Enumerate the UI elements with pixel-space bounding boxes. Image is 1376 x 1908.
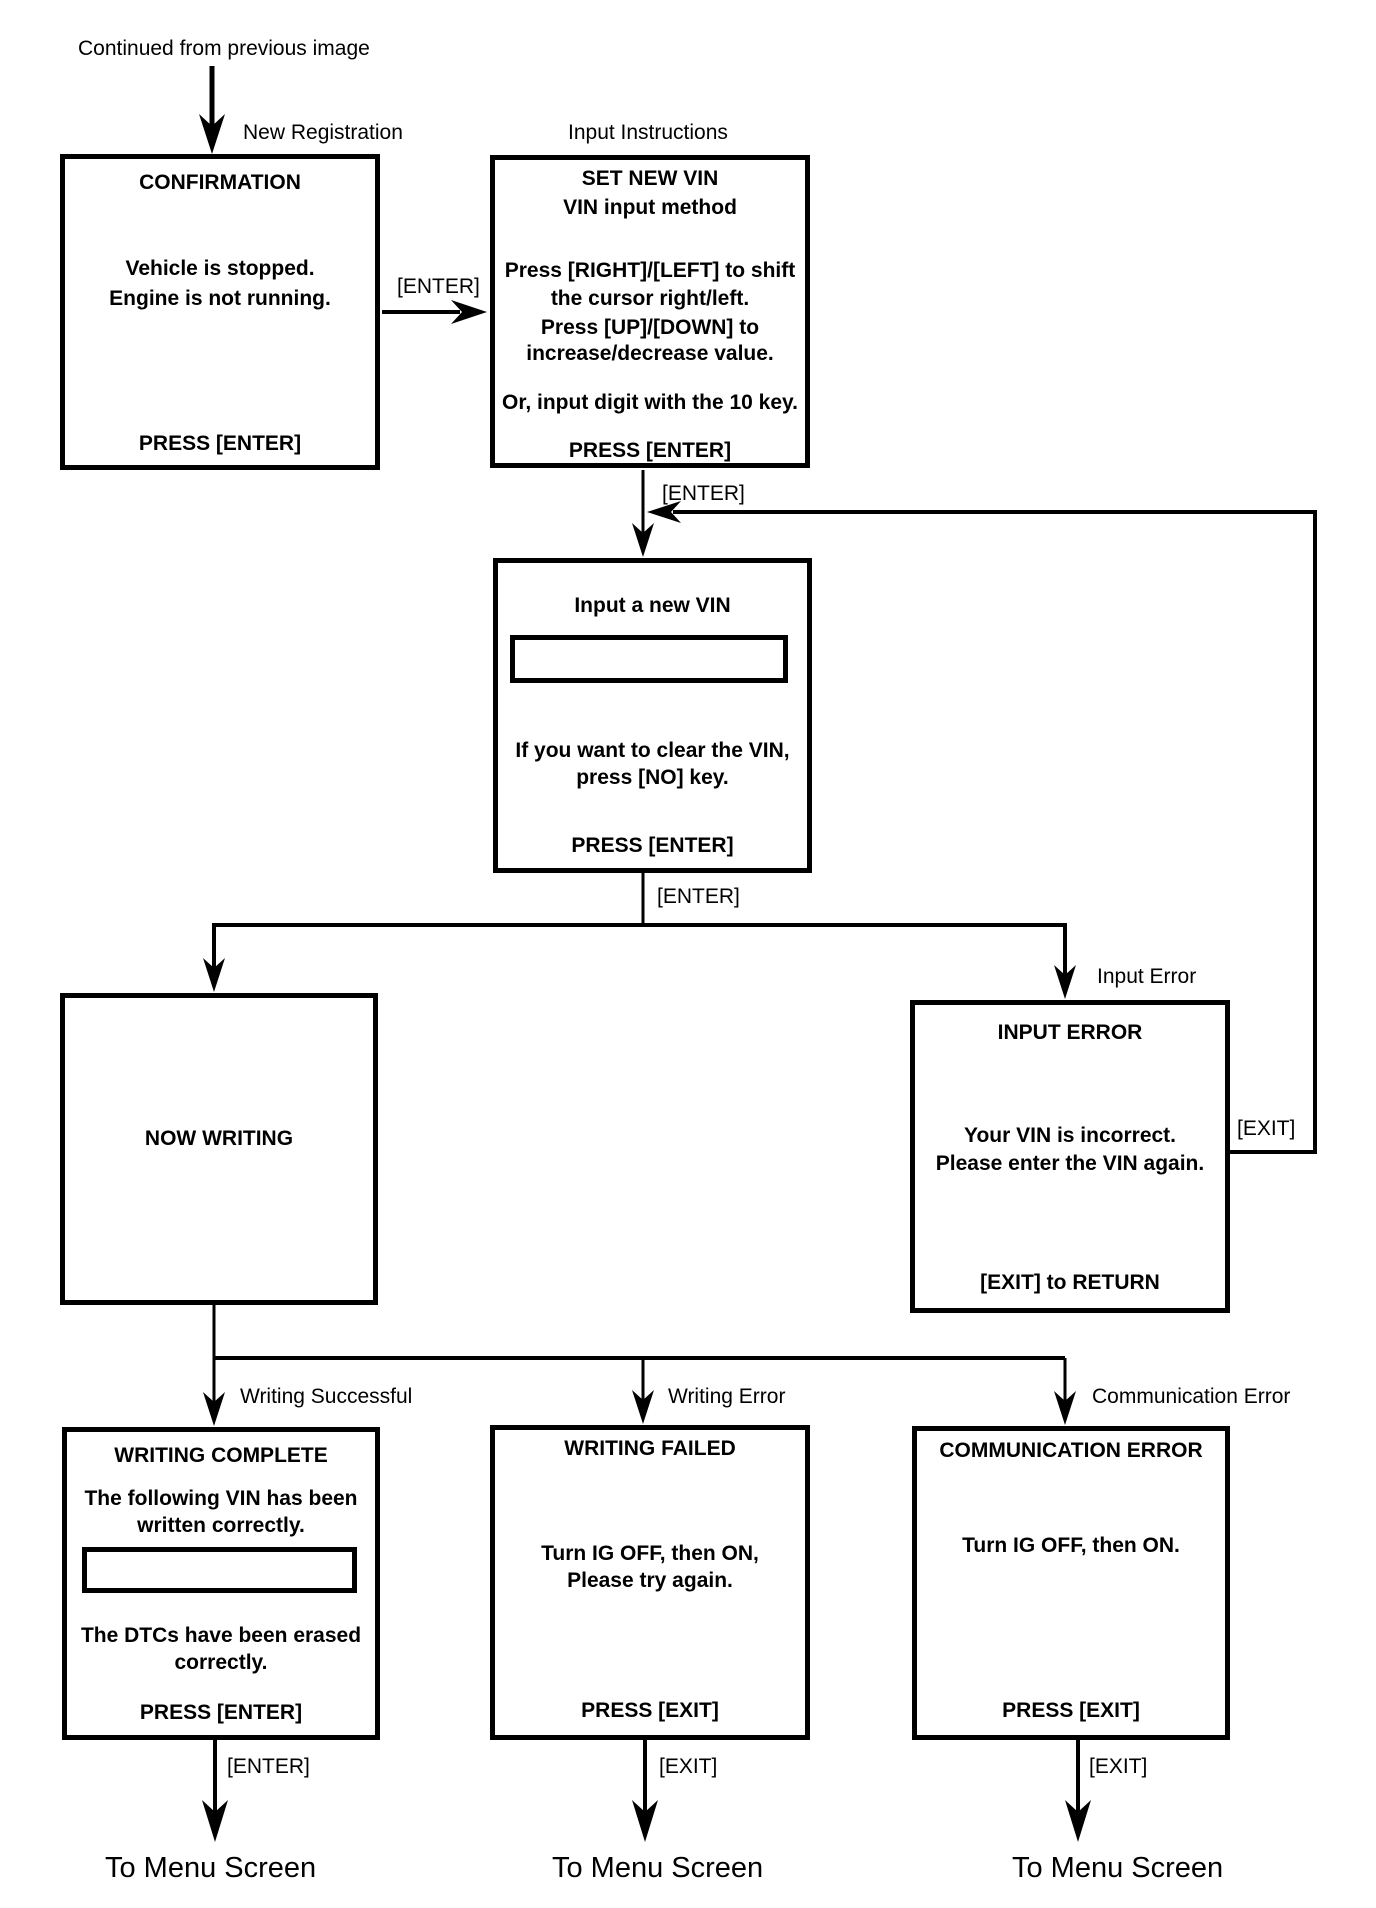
screen-text: Or, input digit with the 10 key.	[502, 391, 798, 414]
arrow-down-icon	[632, 523, 654, 557]
input-error-screen: INPUT ERROR Your VIN is incorrect. Pleas…	[910, 1000, 1230, 1313]
arrow-right-icon	[451, 300, 487, 324]
screen-title: SET NEW VIN	[581, 167, 719, 190]
terminal-to-menu-screen-3: To Menu Screen	[1012, 1852, 1224, 1884]
screen-text: the cursor right/left.	[550, 287, 750, 310]
arrow-down-icon	[632, 1390, 654, 1424]
screen-title: Input a new VIN	[574, 594, 731, 617]
arrow-down-icon	[203, 958, 225, 992]
screen-title: WRITING COMPLETE	[114, 1444, 328, 1467]
arrow-left-icon	[647, 501, 681, 523]
screen-title: INPUT ERROR	[997, 1021, 1143, 1044]
edge-label-writing-successful: Writing Successful	[240, 1385, 413, 1408]
writing-complete-screen: WRITING COMPLETE The following VIN has b…	[62, 1427, 380, 1740]
screen-text: correctly.	[174, 1651, 268, 1674]
edge-label-input-instructions: Input Instructions	[568, 121, 728, 144]
edge-label-input-error: Input Error	[1097, 965, 1197, 988]
vin-output-field	[82, 1547, 357, 1593]
vin-input-field	[510, 635, 788, 683]
edge-label-enter-1: [ENTER]	[397, 275, 480, 298]
screen-text: The DTCs have been erased	[80, 1624, 362, 1647]
continued-from-label: Continued from previous image	[78, 37, 370, 60]
screen-text: Please try again.	[567, 1569, 733, 1592]
edge-label-exit-menu-1: [EXIT]	[659, 1755, 718, 1778]
edge-label-communication-error: Communication Error	[1092, 1385, 1291, 1408]
arrow-down-icon	[203, 1392, 225, 1426]
input-new-vin-screen: Input a new VIN If you want to clear the…	[493, 558, 812, 873]
screen-text: press [NO] key.	[576, 766, 729, 789]
screen-footer: PRESS [EXIT]	[1002, 1699, 1140, 1722]
arrow-down-icon	[632, 1800, 658, 1842]
screen-footer: PRESS [ENTER]	[571, 834, 734, 857]
screen-text: Press [UP]/[DOWN] to	[540, 316, 760, 339]
edge-label-enter-menu: [ENTER]	[227, 1755, 310, 1778]
communication-error-screen: COMMUNICATION ERROR Turn IG OFF, then ON…	[912, 1426, 1230, 1740]
confirmation-screen: CONFIRMATION Vehicle is stopped. Engine …	[60, 154, 380, 470]
screen-title: NOW WRITING	[144, 1127, 294, 1150]
edge-label-enter-3: [ENTER]	[657, 885, 740, 908]
arrow-down-icon	[199, 114, 225, 154]
arrow-down-icon	[1054, 1391, 1076, 1425]
screen-text: The following VIN has been	[84, 1487, 358, 1510]
screen-footer: PRESS [ENTER]	[568, 439, 732, 462]
arrow-down-icon	[1065, 1800, 1091, 1842]
edge-label-exit-menu-2: [EXIT]	[1089, 1755, 1148, 1778]
edge-label-new-registration: New Registration	[243, 121, 403, 144]
edge-label-writing-error: Writing Error	[668, 1385, 786, 1408]
screen-footer: PRESS [EXIT]	[581, 1699, 719, 1722]
screen-text: increase/decrease value.	[526, 342, 774, 365]
edge-label-exit-loop: [EXIT]	[1237, 1117, 1296, 1140]
now-writing-screen: NOW WRITING	[60, 993, 378, 1305]
screen-footer: [EXIT] to RETURN	[980, 1271, 1160, 1294]
terminal-to-menu-screen-1: To Menu Screen	[105, 1852, 317, 1884]
branch1-line	[212, 923, 1067, 975]
screen-text: Engine is not running.	[109, 287, 331, 310]
terminal-to-menu-screen-2: To Menu Screen	[552, 1852, 764, 1884]
screen-footer: PRESS [ENTER]	[139, 1701, 303, 1724]
screen-text: If you want to clear the VIN,	[515, 739, 790, 762]
screen-footer: PRESS [ENTER]	[138, 432, 302, 455]
screen-title: COMMUNICATION ERROR	[939, 1439, 1203, 1462]
arrow-down-icon	[202, 1800, 228, 1842]
screen-text: written correctly.	[137, 1514, 305, 1537]
screen-text: Turn IG OFF, then ON,	[541, 1542, 759, 1565]
arrow-down-icon	[1054, 965, 1076, 999]
screen-title: CONFIRMATION	[139, 171, 301, 194]
screen-text: Vehicle is stopped.	[125, 257, 315, 280]
edge-label-enter-2: [ENTER]	[662, 482, 745, 505]
screen-subtitle: VIN input method	[563, 196, 737, 219]
edge-exit-loop-line	[673, 510, 1317, 1154]
screen-title: WRITING FAILED	[564, 1437, 736, 1460]
set-new-vin-screen: SET NEW VIN VIN input method Press [RIGH…	[490, 155, 810, 468]
writing-failed-screen: WRITING FAILED Turn IG OFF, then ON, Ple…	[490, 1425, 810, 1740]
screen-text: Turn IG OFF, then ON.	[962, 1534, 1180, 1557]
screen-text: Please enter the VIN again.	[935, 1152, 1205, 1175]
screen-text: Press [RIGHT]/[LEFT] to shift	[504, 259, 796, 282]
screen-text: Your VIN is incorrect.	[964, 1124, 1176, 1147]
